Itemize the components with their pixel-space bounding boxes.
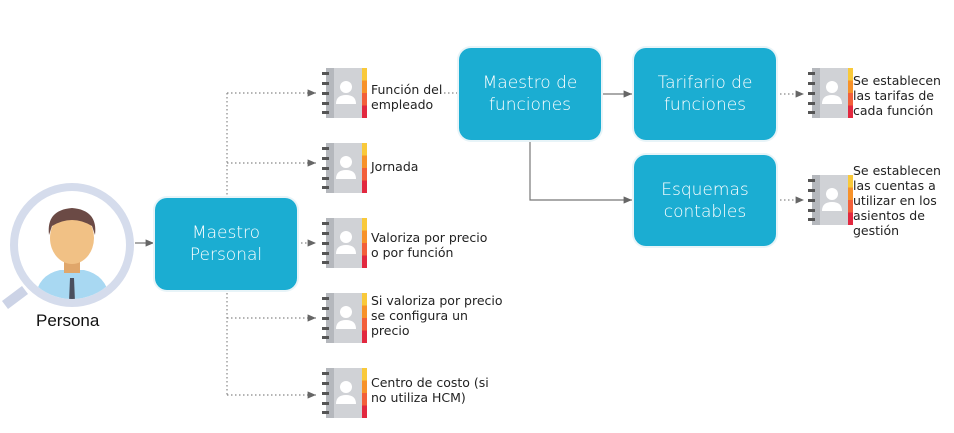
maestro-funciones-label: Maestro de funciones — [482, 73, 578, 115]
item-label: Centro de costo (si no utiliza HCM) — [371, 375, 489, 405]
funciones-to-esquemas — [529, 140, 632, 204]
maestro-personal-label: Maestro Personal — [189, 223, 263, 265]
tarifario-box[interactable]: Tarifario de funciones — [634, 48, 776, 140]
address-book-icon — [322, 218, 367, 268]
right-item-label: Se establecen las tarifas de cada funció… — [853, 73, 941, 118]
tarifario-label: Tarifario de funciones — [657, 73, 753, 115]
item-label: Valoriza por precio o por función — [371, 230, 488, 260]
maestro-funciones-box[interactable]: Maestro de funciones — [459, 48, 601, 140]
address-book-icon — [808, 68, 853, 118]
item-label: Si valoriza por precio se configura un p… — [371, 293, 503, 338]
right-item-label: Se establecen las cuentas a utilizar en … — [853, 163, 941, 238]
maestro-personal-box[interactable]: Maestro Personal — [155, 198, 297, 290]
address-book-icon — [322, 143, 367, 193]
address-book-icon — [322, 68, 367, 118]
address-book-icon — [322, 368, 367, 418]
esquemas-label: Esquemas contables — [661, 179, 749, 222]
persona-label: Persona — [36, 311, 100, 330]
esquemas-box[interactable]: Esquemas contables — [634, 155, 776, 246]
person-icon — [2, 183, 134, 309]
item-label: Función del empleado — [371, 82, 443, 112]
address-book-icon — [322, 293, 367, 343]
address-book-icon — [808, 175, 853, 225]
item-label: Jornada — [371, 159, 419, 174]
